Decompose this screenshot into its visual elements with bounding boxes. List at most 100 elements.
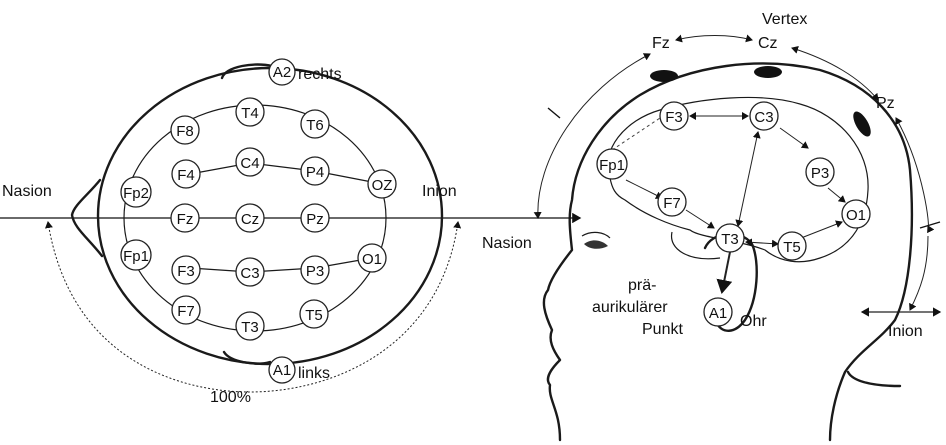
- pre-auricular-line3: Punkt: [642, 321, 683, 338]
- side-inion-label: Inion: [888, 323, 923, 340]
- electrode-a2: A2: [269, 59, 295, 85]
- scalp-pad-fz: [650, 70, 678, 82]
- side-electrode-fp1: Fp1: [597, 149, 627, 179]
- svg-text:T6: T6: [306, 117, 324, 134]
- svg-text:F3: F3: [665, 109, 683, 126]
- svg-text:F7: F7: [177, 303, 195, 320]
- eyebrow-shape: [582, 232, 610, 238]
- svg-text:F4: F4: [177, 167, 195, 184]
- side-electrode-o1: O1: [842, 200, 870, 228]
- svg-text:O1: O1: [846, 207, 866, 224]
- svg-text:F8: F8: [176, 123, 194, 140]
- top-view: Nasion Inion rechts links 100% A2 T4 T6 …: [0, 59, 480, 406]
- svg-text:A1: A1: [273, 362, 291, 379]
- svg-text:F3: F3: [177, 263, 195, 280]
- electrode-c4: C4: [236, 148, 264, 176]
- electrode-cz: Cz: [236, 204, 264, 232]
- svg-text:T5: T5: [305, 307, 323, 324]
- pre-auricular-line1: prä-: [628, 277, 656, 294]
- side-view: Vertex Fz Cz Pz Nasion Inion prä- auriku…: [480, 11, 940, 440]
- svg-text:T3: T3: [241, 319, 259, 336]
- side-electrode-f3: F3: [660, 102, 688, 130]
- pre-auricular-line2: aurikulärer: [592, 299, 668, 316]
- electrode-f8: F8: [171, 116, 199, 144]
- a1-note: links: [298, 365, 330, 382]
- pz-label: Pz: [876, 95, 895, 112]
- svg-text:P4: P4: [306, 164, 324, 181]
- inion-label: Inion: [422, 183, 457, 200]
- svg-text:P3: P3: [306, 263, 324, 280]
- side-electrode-t5: T5: [778, 232, 806, 260]
- svg-text:C4: C4: [240, 155, 259, 172]
- fp1-f3-link: [612, 118, 660, 150]
- scalp-pad-pz: [850, 109, 874, 139]
- side-electrode-c3: C3: [750, 102, 778, 130]
- svg-text:F7: F7: [663, 195, 681, 212]
- side-electrode-a1: A1: [704, 298, 732, 326]
- tick-front: [548, 108, 560, 118]
- cz-label: Cz: [758, 35, 778, 52]
- electrode-t6: T6: [301, 110, 329, 138]
- fz-label: Fz: [652, 35, 670, 52]
- svg-text:C3: C3: [754, 109, 773, 126]
- electrode-c3: C3: [236, 258, 264, 286]
- side-electrode-t3: T3: [716, 224, 744, 252]
- side-electrode-f7: F7: [658, 188, 686, 216]
- fp1-f7-link: [626, 180, 662, 198]
- electrode-a1: A1: [269, 357, 295, 383]
- electrode-fz: Fz: [171, 204, 199, 232]
- side-electrode-p3: P3: [806, 158, 834, 186]
- connection-right-row: [190, 163, 372, 182]
- electrode-o2: OZ: [368, 170, 396, 198]
- t3-c3-link: [738, 132, 758, 226]
- electrode-f7: F7: [172, 296, 200, 324]
- svg-text:T4: T4: [241, 105, 259, 122]
- p3-o1-link: [828, 188, 845, 202]
- electrode-pz: Pz: [301, 204, 329, 232]
- svg-text:Fp1: Fp1: [599, 157, 625, 174]
- scalp-pad-cz: [754, 66, 782, 78]
- ohr-label: Ohr: [740, 313, 767, 330]
- electrode-t3: T3: [236, 312, 264, 340]
- fz-cz-arc: [676, 36, 752, 41]
- neck-shape: [848, 372, 900, 386]
- svg-text:OZ: OZ: [372, 177, 393, 194]
- svg-text:A2: A2: [273, 64, 291, 81]
- svg-text:O1: O1: [362, 251, 382, 268]
- side-nasion-label: Nasion: [482, 235, 532, 252]
- eye-shape: [584, 240, 608, 248]
- connection-left-row: [190, 258, 372, 272]
- electrode-t4: T4: [236, 98, 264, 126]
- svg-text:T3: T3: [721, 231, 739, 248]
- electrode-f3: F3: [172, 256, 200, 284]
- t3-a1-link: [722, 252, 730, 292]
- electrode-t5: T5: [300, 300, 328, 328]
- vertex-label: Vertex: [762, 11, 807, 28]
- svg-text:Cz: Cz: [241, 211, 259, 228]
- f7-t3-link: [686, 210, 714, 228]
- electrode-p3: P3: [301, 256, 329, 284]
- c3-p3-link: [780, 128, 808, 148]
- electrode-fp2: Fp2: [121, 177, 151, 207]
- svg-text:P3: P3: [811, 165, 829, 182]
- temporal-lobe: [672, 232, 720, 259]
- tick-back: [920, 222, 940, 228]
- svg-text:Pz: Pz: [306, 211, 324, 228]
- svg-text:Fp2: Fp2: [123, 185, 149, 202]
- nasion-label: Nasion: [2, 183, 52, 200]
- electrode-o1: O1: [358, 244, 386, 272]
- a2-note: rechts: [298, 66, 342, 83]
- circumference-arc: [48, 222, 458, 392]
- svg-text:A1: A1: [709, 305, 727, 322]
- svg-text:C3: C3: [240, 265, 259, 282]
- inion-arc: [910, 236, 928, 310]
- electrode-fp1: Fp1: [121, 240, 151, 270]
- electrode-f4: F4: [172, 160, 200, 188]
- head-outline: [98, 68, 442, 364]
- svg-text:Fz: Fz: [177, 211, 194, 228]
- svg-text:T5: T5: [783, 239, 801, 256]
- svg-text:Fp1: Fp1: [123, 248, 149, 265]
- percent-label: 100%: [210, 389, 251, 406]
- electrode-p4: P4: [301, 157, 329, 185]
